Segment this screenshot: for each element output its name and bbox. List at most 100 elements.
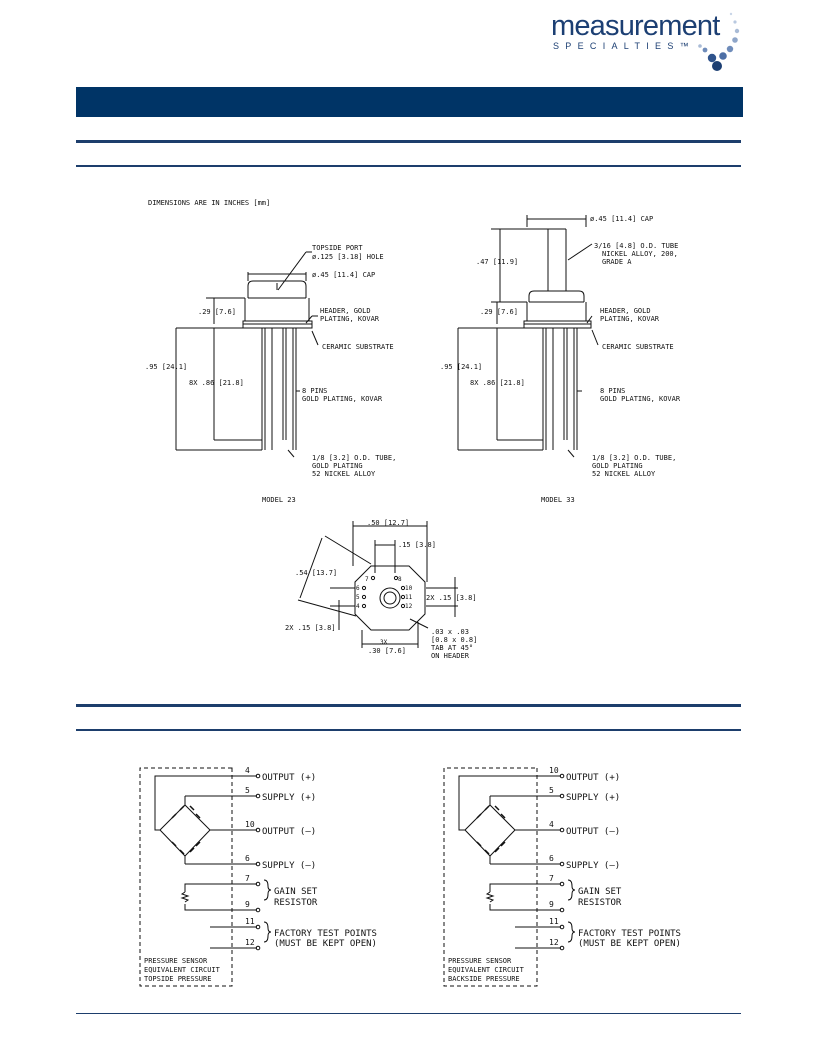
bv-pin-11: 11 (405, 594, 413, 601)
cr-pin-7: 11 (549, 917, 559, 926)
cl-pin-8: 12 (245, 938, 255, 947)
m33-caption: MODEL 33 (541, 496, 575, 504)
m23-cap: ø.45 [11.4] CAP (312, 271, 375, 279)
title-bar (76, 87, 743, 117)
model-23-drawing (175, 251, 319, 458)
m23-overall: .95 [24.1] (145, 363, 187, 371)
m23-pins-2: GOLD PLATING, KOVAR (302, 395, 383, 403)
cl-label-4: SUPPLY (–) (262, 861, 316, 871)
bv-pin-off: .15 [3.8] (398, 541, 436, 549)
cl-pin-3: 10 (245, 820, 255, 829)
bv-3x: 3X (380, 639, 388, 646)
cl-label-5: GAIN SET (274, 887, 318, 897)
m33-tube-2: GOLD PLATING (592, 462, 643, 470)
cr-label-8: (MUST BE KEPT OPEN) (578, 939, 681, 949)
m23-topside-port: TOPSIDE PORT (312, 244, 363, 252)
m33-ceramic: CERAMIC SUBSTRATE (602, 343, 674, 351)
m33-header-2: PLATING, KOVAR (600, 315, 660, 323)
cl-label-7: FACTORY TEST POINTS (274, 929, 377, 939)
logo-wordmark: measurement (551, 10, 720, 42)
cr-label-4: SUPPLY (–) (566, 861, 620, 871)
cr-pin-8: 12 (549, 938, 559, 947)
m33-tube-top-3: GRADE A (602, 258, 632, 266)
m23-cap-height: .29 [7.6] (198, 308, 236, 316)
cr-pin-6: 9 (549, 900, 554, 909)
bv-left-2x: 2X .15 [3.8] (285, 624, 336, 632)
m23-header-1: HEADER, GOLD (320, 307, 371, 315)
company-logo: measurement SPECIALTIES™ (545, 8, 745, 74)
m33-pins-2: GOLD PLATING, KOVAR (600, 395, 681, 403)
m33-tube-height: .47 [11.9] (476, 258, 518, 266)
cl-label-8: (MUST BE KEPT OPEN) (274, 939, 377, 949)
cr-pin-2: 5 (549, 786, 554, 795)
bv-tab-1: .03 x .03 (431, 628, 469, 636)
m23-hole: ø.125 [3.18] HOLE (312, 253, 384, 261)
bv-width: .50 [12.7] (367, 519, 409, 527)
cl-pin-2: 5 (245, 786, 250, 795)
m23-tube-2: GOLD PLATING (312, 462, 363, 470)
section-rule-circuit (76, 704, 741, 707)
cl-pin-1: 4 (245, 766, 250, 775)
section-rule-top (76, 140, 741, 143)
cr-label-2: SUPPLY (+) (566, 793, 620, 803)
m33-tube-top-1: 3/16 [4.8] O.D. TUBE (594, 242, 678, 250)
circuit-right (443, 767, 576, 987)
m33-tube-1: 1/8 [3.2] O.D. TUBE, (592, 454, 676, 462)
bv-bottom: .30 [7.6] (368, 647, 406, 655)
bv-tab-4: ON HEADER (431, 652, 470, 660)
cr-pin-4: 6 (549, 854, 554, 863)
footer-rule (76, 1013, 741, 1014)
m23-tube-1: 1/8 [3.2] O.D. TUBE, (312, 454, 396, 462)
m23-caption: MODEL 23 (262, 496, 296, 504)
model-33-drawing (457, 215, 599, 458)
bv-pin-6: 6 (356, 585, 360, 592)
m33-overall: .95 [24.1] (440, 363, 482, 371)
cl-pin-5: 7 (245, 874, 250, 883)
m33-tube-3: 52 NICKEL ALLOY (592, 470, 656, 478)
bv-pin-4: 4 (356, 603, 360, 610)
cr-box-1: PRESSURE SENSOR (448, 957, 512, 965)
cl-pin-7: 11 (245, 917, 255, 926)
cr-box-2: EQUIVALENT CIRCUIT (448, 966, 525, 974)
m23-header-2: PLATING, KOVAR (320, 315, 380, 323)
bv-right-2x: 2X .15 [3.8] (426, 594, 477, 602)
m23-tube-3: 52 NICKEL ALLOY (312, 470, 376, 478)
bv-pin-12: 12 (405, 603, 413, 610)
bv-pin-10: 10 (405, 585, 413, 592)
circuit-left (139, 767, 272, 987)
m23-pin-len: 8X .86 [21.8] (189, 379, 244, 387)
m33-cap: ø.45 [11.4] CAP (590, 215, 653, 223)
bv-pin-8: 8 (398, 576, 402, 583)
cl-label-2: SUPPLY (+) (262, 793, 316, 803)
cr-label-3: OUTPUT (–) (566, 827, 620, 837)
cl-box-1: PRESSURE SENSOR (144, 957, 208, 965)
dimensions-note: DIMENSIONS ARE IN INCHES [mm] (148, 199, 270, 207)
section-rule-sub (76, 165, 741, 167)
bv-tab-2: [0.8 x 0.8] (431, 636, 477, 644)
m33-header-1: HEADER, GOLD (600, 307, 651, 315)
bv-pin-5: 5 (356, 594, 360, 601)
m23-ceramic: CERAMIC SUBSTRATE (322, 343, 394, 351)
cr-label-5: GAIN SET (578, 887, 622, 897)
m33-tube-top-2: NICKEL ALLOY, 200, (602, 250, 678, 258)
bv-pin-7: 7 (365, 576, 369, 583)
cr-pin-1: 10 (549, 766, 559, 775)
logo-dots-icon (698, 12, 740, 71)
bv-diag: .54 [13.7] (295, 569, 337, 577)
m33-pin-len: 8X .86 [21.8] (470, 379, 525, 387)
m33-cap-height: .29 [7.6] (480, 308, 518, 316)
cl-label-1: OUTPUT (+) (262, 773, 316, 783)
m23-pins-1: 8 PINS (302, 387, 327, 395)
cl-pin-4: 6 (245, 854, 250, 863)
bottom-view-drawing (297, 521, 458, 648)
cl-label-6: RESISTOR (274, 898, 318, 908)
bv-tab-3: TAB AT 45° (431, 644, 473, 652)
cr-label-6: RESISTOR (578, 898, 622, 908)
logo-subtitle: SPECIALTIES™ (553, 41, 695, 51)
cr-pin-3: 4 (549, 820, 554, 829)
m33-pins-1: 8 PINS (600, 387, 625, 395)
cr-pin-5: 7 (549, 874, 554, 883)
cl-label-3: OUTPUT (–) (262, 827, 316, 837)
cl-box-3: TOPSIDE PRESSURE (144, 975, 211, 983)
